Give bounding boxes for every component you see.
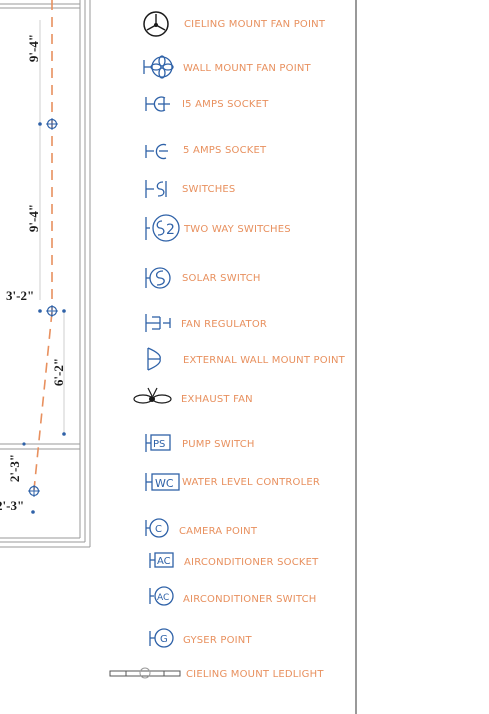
legend-label-two-way-switch: TWO WAY SWITCHES: [183, 224, 291, 235]
legend-label-ac-switch: AIRCONDITIONER SWITCH: [183, 594, 317, 605]
wiring-path: [33, 0, 53, 491]
geyser-point-symbol-text: G: [160, 634, 168, 645]
legend-label-ledlight: CIELING MOUNT LEDLIGHT: [186, 669, 324, 680]
socket-15a-icon: [145, 96, 170, 112]
dim-horizontal-mid: 3'-2": [6, 288, 34, 303]
legend-label-socket-15a: I5 AMPS SOCKET: [182, 99, 269, 110]
plan-points: [22, 118, 66, 514]
legend-label-ceiling-fan: CIELING MOUNT FAN POINT: [184, 19, 326, 30]
dimension-labels: 9'-4" 9'-4" 3'-2" 6'-2" 2'-3" 2'-3": [0, 34, 66, 513]
camera-point-icon: C: [145, 518, 169, 538]
two-way-switch-symbol-text: 2: [166, 222, 175, 238]
legend-symbols: 2: [109, 11, 181, 679]
legend-label-solar-switch: SOLAR SWITCH: [182, 273, 261, 284]
legend-label-external-wall-point: EXTERNAL WALL MOUNT POINT: [183, 355, 346, 366]
external-wall-point-icon: [147, 347, 161, 371]
ledlight-icon: [109, 667, 181, 679]
legend-label-geyser-point: GYSER POINT: [183, 635, 252, 646]
wall-fan-point-1: [38, 118, 58, 130]
legend-label-water-level: WATER LEVEL CONTROLER: [182, 477, 320, 488]
legend-label-socket-5a: 5 AMPS SOCKET: [183, 145, 267, 156]
dim-middle-vertical: 9'-4": [26, 204, 41, 232]
floor-plan-walls: [0, 0, 91, 548]
ac-socket-icon: AC: [149, 552, 174, 568]
socket-5a-icon: [145, 143, 168, 160]
two-way-switch-icon: 2: [145, 214, 180, 242]
legend-labels: CIELING MOUNT FAN POINT WALL MOUNT FAN P…: [179, 19, 346, 680]
exhaust-fan-icon: [133, 387, 172, 404]
ac-switch-icon: AC: [149, 586, 174, 606]
dim-top-vertical: 9'-4": [26, 34, 41, 62]
wall-fan-point-2: [38, 305, 66, 317]
legend-label-pump-switch: PUMP SWITCH: [182, 439, 255, 450]
ac-switch-symbol-text: AC: [157, 593, 169, 603]
dimension-node: [62, 432, 66, 436]
pump-switch-icon: PS: [145, 434, 171, 452]
ceiling-fan-icon: [143, 11, 169, 37]
legend-label-camera-point: CAMERA POINT: [179, 526, 258, 537]
legend-label-switches: SWITCHES: [182, 184, 235, 195]
camera-point-symbol-text: C: [155, 524, 162, 535]
ac-socket-symbol-text: AC: [157, 556, 171, 567]
wall-fan-icon: [143, 55, 174, 79]
legend-label-fan-regulator: FAN REGULATOR: [181, 319, 267, 330]
legend-label-wall-fan: WALL MOUNT FAN POINT: [183, 63, 312, 74]
solar-switch-icon: [145, 267, 171, 289]
fan-regulator-icon: [145, 314, 171, 332]
wall-fan-point-3: [28, 485, 40, 514]
water-level-symbol-text: WC: [155, 477, 174, 490]
dim-lower-vertical: 6'-2": [51, 358, 66, 386]
water-level-icon: WC: [145, 473, 180, 491]
legend-label-ac-socket: AIRCONDITIONER SOCKET: [184, 557, 319, 568]
geyser-point-icon: G: [149, 628, 174, 648]
legend-label-exhaust-fan: EXHAUST FAN: [181, 394, 253, 405]
dimension-node: [22, 442, 26, 446]
dim-bottom-horizontal: 2'-3": [0, 498, 24, 513]
pump-switch-symbol-text: PS: [153, 439, 165, 450]
dim-bottom-vertical: 2'-3": [7, 454, 22, 482]
switch-icon: [145, 180, 167, 198]
